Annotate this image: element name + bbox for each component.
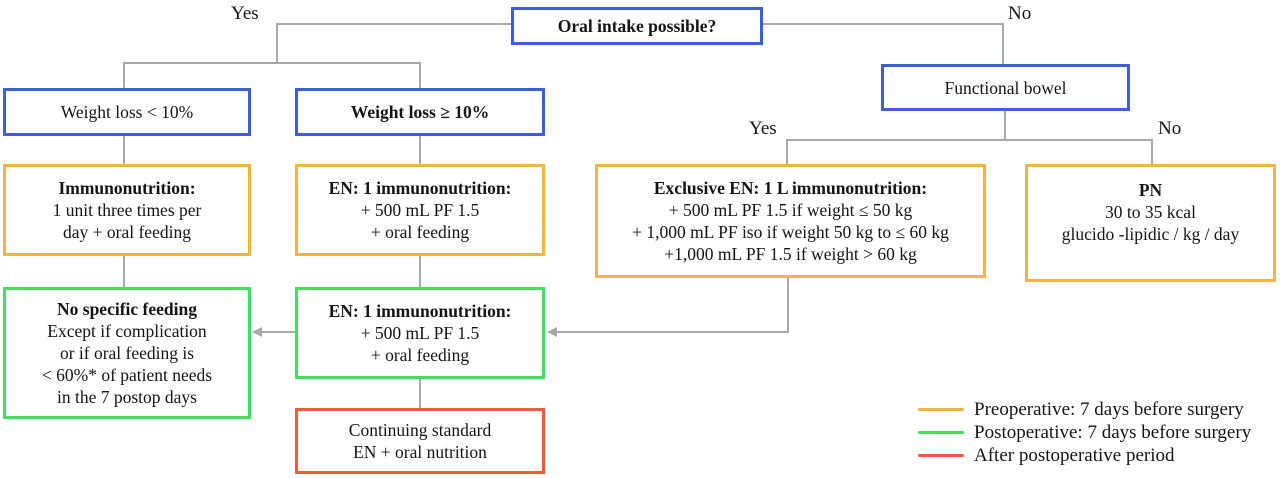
legend-item-preoperative: Preoperative: 7 days before surgery xyxy=(918,398,1251,421)
legend-line-postoperative-icon xyxy=(918,430,964,435)
box-line: EN: 1 immunonutrition: xyxy=(328,301,512,321)
flow-line xyxy=(123,62,421,64)
flow-line xyxy=(262,331,296,333)
box-line: PN xyxy=(1138,180,1163,200)
box-line: Oral intake possible? xyxy=(557,16,717,36)
legend-item-postoperative: Postoperative: 7 days before surgery xyxy=(918,421,1251,444)
box-line: + 500 mL PF 1.5 xyxy=(360,200,480,220)
flow-line xyxy=(557,331,789,333)
box-line: + 500 mL PF 1.5 if weight ≤ 50 kg xyxy=(668,200,913,220)
edge-label-yes-top: Yes xyxy=(231,3,259,24)
action-immunonutrition: Immunonutrition: 1 unit three times per … xyxy=(3,164,251,256)
box-line: 1 unit three times per xyxy=(52,200,202,220)
legend-line-after-postop-icon xyxy=(918,453,964,458)
action-exclusive-en: Exclusive EN: 1 L immunonutrition: + 500… xyxy=(595,164,986,278)
flow-line xyxy=(787,277,789,333)
flow-line xyxy=(1004,110,1006,141)
flow-line xyxy=(277,23,512,25)
action-continuing-standard-en: Continuing standard EN + oral nutrition xyxy=(295,408,545,474)
box-line: Exclusive EN: 1 L immunonutrition: xyxy=(653,178,928,198)
arrowhead-left-icon xyxy=(547,327,557,337)
box-line: Weight loss ≥ 10% xyxy=(350,102,490,122)
legend-label: After postoperative period xyxy=(974,444,1175,466)
box-line: glucido -lipidic / kg / day xyxy=(1061,224,1240,244)
box-line: < 60%* of patient needs xyxy=(41,365,213,385)
box-line: EN + oral nutrition xyxy=(353,442,487,462)
legend: Preoperative: 7 days before surgery Post… xyxy=(918,398,1251,467)
legend-line-preoperative-icon xyxy=(918,407,964,412)
box-line: or if oral feeding is xyxy=(59,343,195,363)
box-line: 30 to 35 kcal xyxy=(1105,202,1196,222)
box-line: Except if complication xyxy=(47,321,207,341)
flow-line xyxy=(419,379,421,408)
flow-line xyxy=(786,139,1153,141)
action-pn: PN 30 to 35 kcal glucido -lipidic / kg /… xyxy=(1025,164,1276,282)
box-line: No specific feeding xyxy=(57,299,197,319)
flow-line xyxy=(1002,23,1004,65)
flow-line xyxy=(762,23,1004,25)
box-line: EN: 1 immunonutrition: xyxy=(328,178,512,198)
action-en-immunonutrition-pre: EN: 1 immunonutrition: + 500 mL PF 1.5 +… xyxy=(295,164,545,256)
arrowhead-left-icon xyxy=(252,327,262,337)
box-line: Functional bowel xyxy=(944,77,1067,98)
legend-item-after-postoperative: After postoperative period xyxy=(918,444,1251,467)
decision-weight-loss-high: Weight loss ≥ 10% xyxy=(295,88,545,136)
box-line: Continuing standard xyxy=(348,420,492,440)
box-line: + 1,000 mL PF iso if weight 50 kg to ≤ 6… xyxy=(632,222,949,242)
box-line: Immunonutrition: xyxy=(58,178,196,198)
box-line: + 500 mL PF 1.5 xyxy=(360,323,480,343)
flow-line xyxy=(123,135,125,165)
decision-oral-intake: Oral intake possible? xyxy=(511,7,763,45)
flow-line xyxy=(123,255,125,287)
box-line: Weight loss < 10% xyxy=(60,102,194,122)
action-no-specific-feeding: No specific feeding Except if complicati… xyxy=(3,287,251,419)
flow-line xyxy=(276,23,278,64)
edge-label-yes-bowel: Yes xyxy=(749,118,777,139)
edge-label-no-top: No xyxy=(1008,3,1032,24)
box-line: + oral feeding xyxy=(370,345,470,365)
decision-functional-bowel: Functional bowel xyxy=(881,64,1130,111)
box-line: + oral feeding xyxy=(370,222,470,242)
legend-label: Postoperative: 7 days before surgery xyxy=(974,421,1252,443)
box-line: in the 7 postop days xyxy=(57,387,197,407)
decision-weight-loss-low: Weight loss < 10% xyxy=(3,88,251,136)
flow-line xyxy=(123,62,125,89)
flow-line xyxy=(419,255,421,287)
box-line: +1,000 mL PF 1.5 if weight > 60 kg xyxy=(664,244,917,264)
flow-line xyxy=(419,62,421,89)
legend-label: Preoperative: 7 days before surgery xyxy=(974,398,1244,420)
flow-line xyxy=(1151,139,1153,165)
flow-line xyxy=(419,135,421,165)
edge-label-no-bowel: No xyxy=(1158,118,1182,139)
action-en-immunonutrition-post: EN: 1 immunonutrition: + 500 mL PF 1.5 +… xyxy=(295,287,545,379)
box-line: day + oral feeding xyxy=(63,222,191,242)
flow-line xyxy=(786,139,788,165)
